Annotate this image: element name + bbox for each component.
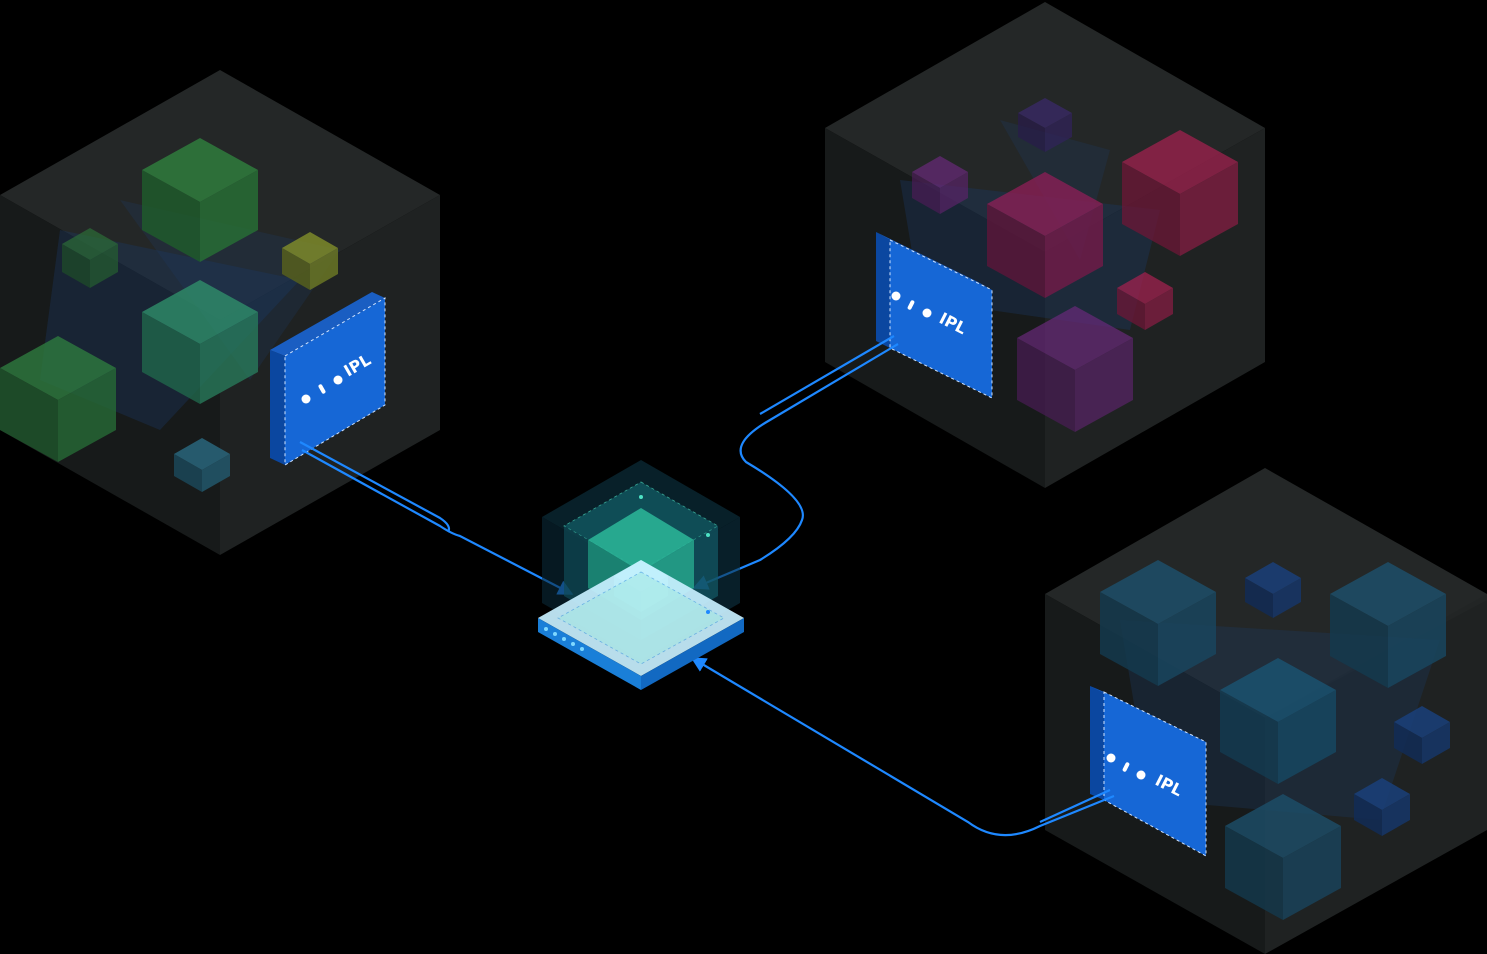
inner-cube — [1122, 130, 1238, 256]
port-light-icon — [544, 627, 548, 631]
inner-cube — [1394, 706, 1450, 764]
inner-cube — [282, 232, 338, 290]
ipl-module[interactable]: IPL — [270, 292, 386, 466]
status-bar-icon — [1122, 762, 1130, 772]
port-light-icon — [571, 642, 575, 646]
inner-cube — [1117, 272, 1173, 330]
ipl-module[interactable]: IPL — [1090, 686, 1207, 857]
status-bar-icon — [907, 300, 915, 310]
connection-bottomright-to-hub — [690, 657, 1115, 837]
inner-cube — [1017, 306, 1133, 432]
ipl-module[interactable]: IPL — [876, 232, 993, 399]
inner-cube — [1330, 562, 1446, 688]
central-hub[interactable] — [538, 460, 744, 690]
inner-cube — [174, 438, 230, 492]
inner-cube — [142, 138, 258, 262]
connection-left-to-hub — [299, 441, 574, 595]
cluster-top-right: IPL — [825, 2, 1265, 488]
status-dot-icon — [333, 375, 343, 385]
inner-cube — [1100, 560, 1216, 686]
inner-cube — [1245, 562, 1301, 618]
inner-cube — [1018, 98, 1072, 152]
status-bar-icon — [318, 384, 326, 394]
inner-cube — [62, 228, 118, 288]
inner-cube — [1354, 778, 1410, 836]
port-light-icon — [562, 637, 566, 641]
cluster-left: IPL — [0, 70, 440, 555]
status-dot-icon — [1106, 753, 1116, 763]
status-dot-icon — [922, 308, 932, 318]
status-dot-icon — [891, 291, 901, 301]
inner-cube — [912, 156, 968, 214]
inner-cube — [0, 336, 116, 462]
status-dot-icon — [301, 394, 311, 404]
port-light-icon — [580, 647, 584, 651]
status-dot-icon — [1136, 770, 1146, 780]
inner-cube — [1225, 794, 1341, 920]
inner-cube — [142, 280, 258, 404]
connection-topright-to-hub — [692, 335, 899, 590]
inner-cube — [987, 172, 1103, 298]
port-light-icon — [553, 632, 557, 636]
inner-cube — [1220, 658, 1336, 784]
cluster-bottom-right: IPL — [1045, 468, 1487, 954]
